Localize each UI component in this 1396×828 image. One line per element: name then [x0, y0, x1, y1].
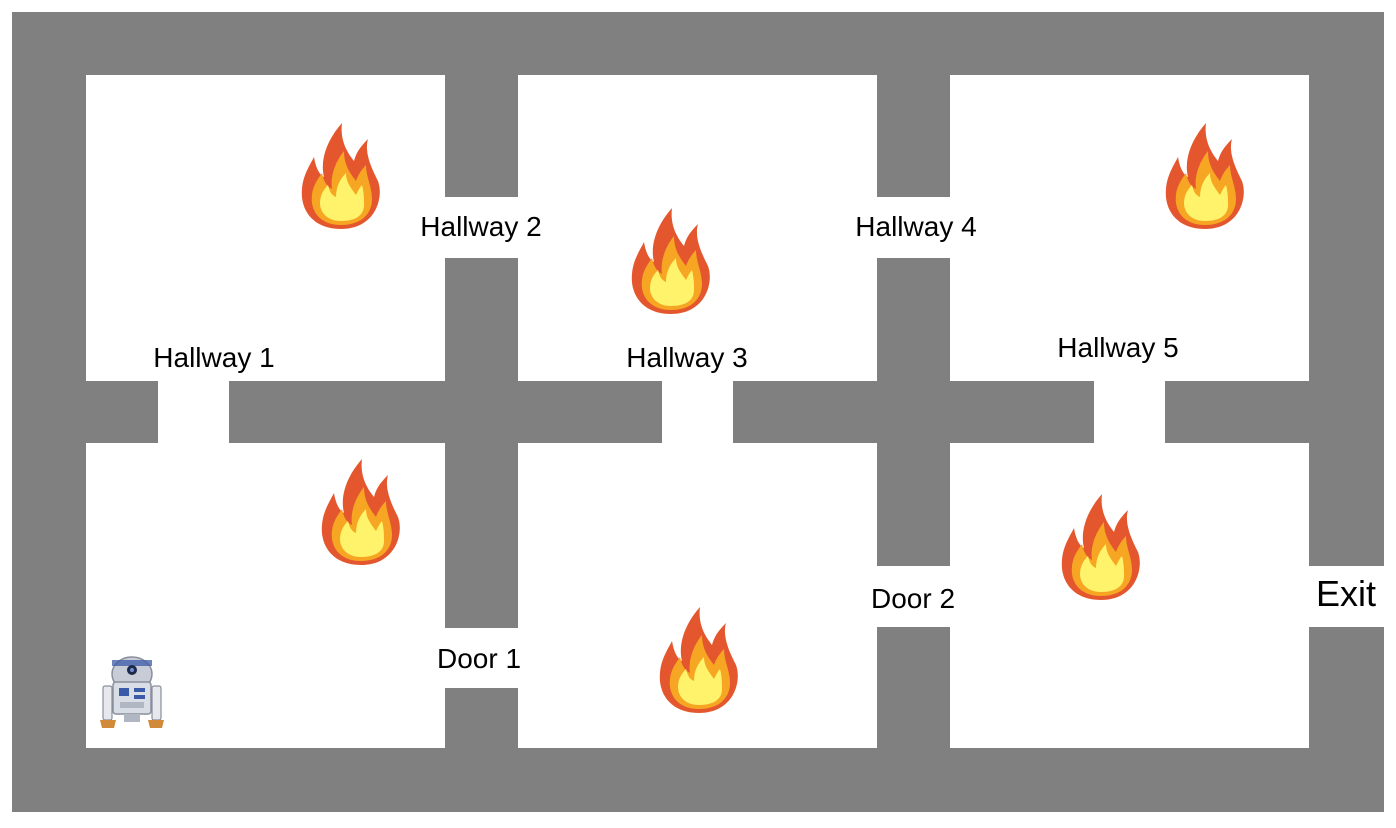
- exit-label: Exit: [1315, 573, 1376, 614]
- hallway-1-label: Hallway 1: [153, 342, 275, 373]
- door-1-label: Door 1: [436, 643, 522, 674]
- room-top-right[interactable]: [950, 75, 1309, 381]
- room-bottom-right[interactable]: [950, 443, 1309, 748]
- room-top-left[interactable]: [86, 75, 445, 381]
- door-2-label: Door 2: [870, 583, 956, 614]
- robot-icon[interactable]: [98, 652, 166, 730]
- fire-icon: [298, 117, 384, 233]
- hallway-5-opening[interactable]: [1094, 381, 1165, 443]
- fire-icon: [1162, 117, 1248, 233]
- hallway-4-label: Hallway 4: [855, 211, 977, 242]
- hallway-2-opening[interactable]: [445, 197, 518, 258]
- hallway-5-label: Hallway 5: [1057, 332, 1179, 363]
- hallway-3-label: Hallway 3: [626, 342, 748, 373]
- door-2-opening[interactable]: [877, 566, 950, 627]
- hallway-4-opening[interactable]: [877, 197, 950, 258]
- fire-icon: [656, 601, 742, 717]
- exit-opening[interactable]: [1309, 566, 1384, 627]
- room-top-middle[interactable]: [518, 75, 877, 381]
- fire-icon: [1058, 488, 1144, 604]
- hallway-3-opening[interactable]: [662, 381, 733, 443]
- fire-icon: [318, 453, 404, 569]
- door-1-opening[interactable]: [445, 628, 518, 688]
- hallway-1-opening[interactable]: [158, 381, 229, 443]
- fire-icon: [628, 202, 714, 318]
- hallway-2-label: Hallway 2: [420, 211, 542, 242]
